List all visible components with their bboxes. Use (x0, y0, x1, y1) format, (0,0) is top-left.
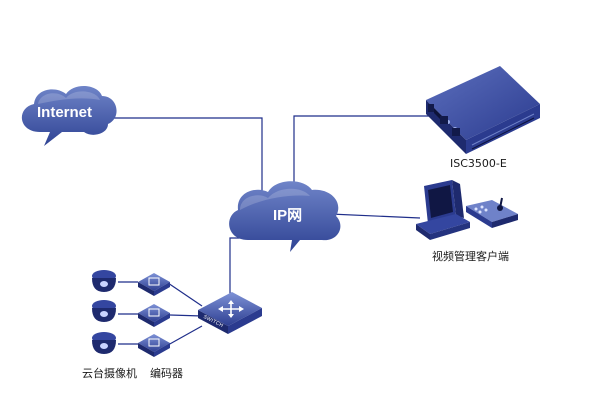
isc3500-server-icon (426, 66, 540, 154)
switch-icon (198, 292, 262, 334)
encoder-2-icon (138, 304, 170, 327)
link-internet-ipnet (100, 117, 263, 196)
client-label: 视频管理客户端 (432, 250, 509, 263)
encoders-label: 编码器 (150, 367, 183, 380)
encoder-3-icon (138, 334, 170, 357)
server-label: ISC3500-E (450, 157, 507, 170)
link-encoder2-switch (169, 314, 203, 317)
link-encoder1-switch (167, 282, 203, 307)
cameras-label: 云台摄像机 (82, 367, 137, 380)
link-ipnet-switch (229, 237, 262, 300)
link-encoder3-switch (167, 325, 203, 346)
internet-label: Internet (37, 104, 93, 121)
ptz-camera-1-icon (92, 270, 116, 292)
internet-cloud-icon (21, 85, 117, 146)
link-ipnet-client (329, 213, 421, 219)
ptz-camera-3-icon (92, 332, 116, 354)
encoder-1-icon (138, 273, 170, 296)
ptz-camera-2-icon (92, 300, 116, 322)
ip-network-cloud-icon (229, 181, 341, 252)
ip-network-label: IP网 (273, 207, 303, 224)
link-server-ipnet (293, 115, 440, 196)
video-management-client-icon (416, 180, 518, 240)
